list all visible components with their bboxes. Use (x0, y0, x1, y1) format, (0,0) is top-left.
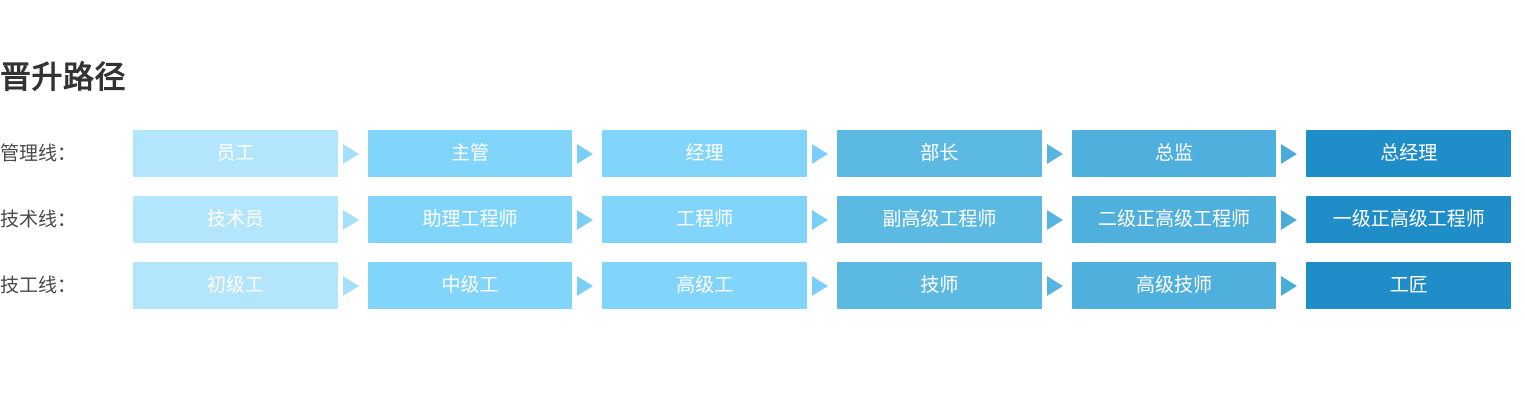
stage-label: 初级工 (206, 275, 264, 296)
stage-label: 副高级工程师 (882, 209, 997, 230)
stage-box (1071, 130, 1277, 177)
stage-label: 一级正高级工程师 (1332, 209, 1485, 230)
stage-technical-line-4[interactable]: 副高级工程师 (837, 196, 1063, 243)
stage-management-line-1[interactable]: 员工 (133, 130, 359, 177)
track-row-skilled-worker-line: 技工线： 初级工 中级工 高级工 技师 高级技师 工匠 (0, 262, 1525, 309)
stage-skilled-worker-line-5[interactable]: 高级技师 (1071, 262, 1298, 309)
stage-list-management-line: 员工 主管 经理 部长 总监 总经理 (133, 130, 1512, 177)
track-label-skilled-worker-line: 技工线： (0, 275, 77, 296)
stage-arrow-icon (342, 275, 359, 296)
stage-skilled-worker-line-3[interactable]: 高级工 (602, 262, 829, 309)
track-label-technical-line: 技术线： (0, 209, 77, 230)
track-rows: 管理线： 员工 主管 经理 部长 总监 总经理技术线： 技术员 助理工程师 工程师 副高级工程师 二级… (0, 130, 1525, 328)
stage-label: 总监 (1155, 143, 1194, 164)
stage-label: 主管 (451, 143, 490, 164)
stage-arrow-icon (812, 143, 829, 164)
stage-box (837, 262, 1042, 309)
page-title: 晋升路径 (0, 60, 126, 95)
stage-technical-line-3[interactable]: 工程师 (602, 196, 829, 243)
stage-label: 工匠 (1389, 275, 1428, 296)
stage-box (1071, 196, 1277, 243)
stage-box (133, 196, 338, 243)
stage-box (1306, 196, 1512, 243)
stage-box (133, 130, 338, 177)
stage-skilled-worker-line-2[interactable]: 中级工 (367, 262, 594, 309)
stage-arrow-icon (577, 275, 594, 296)
stage-management-line-2[interactable]: 主管 (367, 130, 594, 177)
stage-skilled-worker-line-4[interactable]: 技师 (837, 262, 1063, 309)
stage-management-line-4[interactable]: 部长 (837, 130, 1063, 177)
track-label-management-line: 管理线： (0, 143, 77, 164)
stage-arrow-icon (577, 209, 594, 230)
stage-technical-line-2[interactable]: 助理工程师 (367, 196, 594, 243)
stage-arrow-icon (342, 143, 359, 164)
stage-technical-line-1[interactable]: 技术员 (133, 196, 359, 243)
stage-box (602, 130, 808, 177)
stage-skilled-worker-line-6[interactable]: 工匠 (1306, 262, 1512, 309)
stage-box (602, 196, 808, 243)
stage-label: 部长 (920, 143, 959, 164)
stage-label: 总经理 (1380, 143, 1438, 164)
stage-label: 员工 (216, 143, 255, 164)
stage-list-technical-line: 技术员 助理工程师 工程师 副高级工程师 二级正高级工程师 一级正高级工程师 (133, 196, 1512, 243)
stage-management-line-6[interactable]: 总经理 (1306, 130, 1512, 177)
track-row-technical-line: 技术线： 技术员 助理工程师 工程师 副高级工程师 二级正高级工程师 一级正高级工程师 (0, 196, 1525, 243)
stage-label: 技师 (920, 275, 959, 296)
stage-box (367, 130, 573, 177)
stage-technical-line-6[interactable]: 一级正高级工程师 (1306, 196, 1512, 243)
track-row-management-line: 管理线： 员工 主管 经理 部长 总监 总经理 (0, 130, 1525, 177)
stage-box (1071, 262, 1277, 309)
stage-arrow-icon (577, 143, 594, 164)
stage-label: 中级工 (441, 275, 499, 296)
stage-arrow-icon (1046, 275, 1063, 296)
stage-box (1306, 262, 1512, 309)
stage-label: 工程师 (676, 209, 734, 230)
stage-label: 高级工 (676, 275, 734, 296)
stage-arrow-icon (812, 209, 829, 230)
stage-label: 经理 (685, 143, 724, 164)
stage-box (367, 196, 573, 243)
stage-arrow-icon (1281, 209, 1298, 230)
stage-arrow-icon (812, 275, 829, 296)
stage-label: 二级正高级工程师 (1098, 209, 1251, 230)
stage-box (367, 262, 573, 309)
stage-technical-line-5[interactable]: 二级正高级工程师 (1071, 196, 1298, 243)
stage-arrow-icon (342, 209, 359, 230)
stage-arrow-icon (1046, 143, 1063, 164)
stage-arrow-icon (1046, 209, 1063, 230)
stage-management-line-5[interactable]: 总监 (1071, 130, 1298, 177)
stage-list-skilled-worker-line: 初级工 中级工 高级工 技师 高级技师 工匠 (133, 262, 1512, 309)
stage-box (602, 262, 808, 309)
stage-label: 技术员 (206, 209, 264, 230)
stage-box (133, 262, 338, 309)
stage-skilled-worker-line-1[interactable]: 初级工 (133, 262, 359, 309)
stage-box (1306, 130, 1512, 177)
stage-label: 高级技师 (1136, 275, 1213, 296)
stage-arrow-icon (1281, 143, 1298, 164)
stage-box (837, 130, 1042, 177)
stage-box (837, 196, 1042, 243)
stage-label: 助理工程师 (422, 209, 518, 230)
stage-arrow-icon (1281, 275, 1298, 296)
stage-management-line-3[interactable]: 经理 (602, 130, 829, 177)
